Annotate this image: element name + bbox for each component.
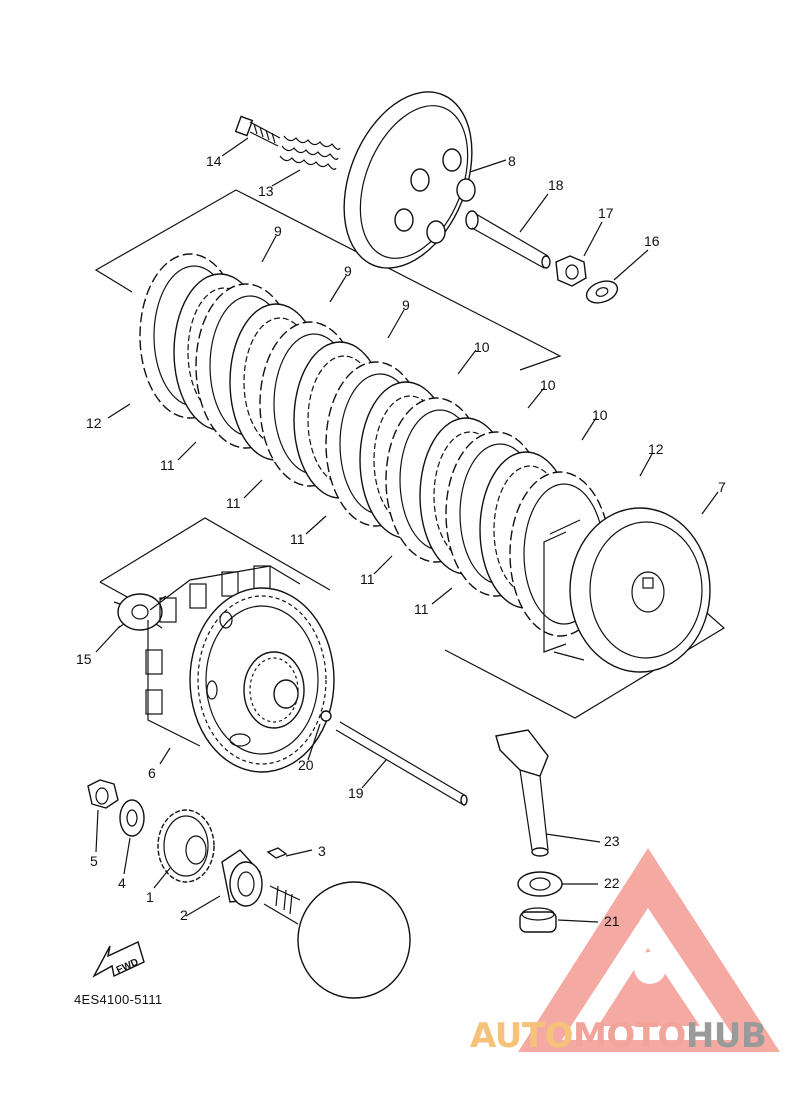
fwd-arrow-icon: FWD — [92, 941, 145, 978]
watermark-brand: AUTOMOTOHUB — [470, 1016, 767, 1056]
oil-seal-part — [517, 871, 563, 897]
plate-pack-outline — [94, 189, 562, 371]
spring-part — [279, 135, 341, 170]
washer-16-part — [585, 280, 619, 304]
bolt-part — [234, 115, 281, 147]
callout-12b: 12 — [648, 441, 664, 457]
callout-9a: 9 — [274, 223, 282, 239]
callout-13: 13 — [258, 183, 274, 199]
callout-20: 20 — [298, 757, 314, 773]
clutch-plate-stack — [139, 253, 611, 637]
callout-17: 17 — [598, 205, 614, 221]
callout-11e: 11 — [414, 601, 429, 617]
nut-5-part — [87, 779, 119, 809]
clutch-boss-part — [543, 507, 711, 673]
callout-7: 7 — [718, 479, 726, 495]
brand-auto: AUTO — [470, 1016, 573, 1056]
bearing-part — [519, 907, 557, 933]
brand-moto: MOTO — [572, 1016, 686, 1056]
callout-11c: 11 — [290, 531, 305, 547]
callout-labels: 14 13 8 18 17 16 9 9 9 10 10 10 12 12 7 … — [76, 153, 726, 929]
part-code-label: 4ES4100-5111 — [74, 992, 163, 1007]
callout-8: 8 — [508, 153, 516, 169]
callout-15: 15 — [76, 651, 92, 667]
callout-10b: 10 — [540, 377, 556, 393]
lock-washer-part — [113, 593, 167, 631]
callout-22: 22 — [604, 875, 620, 891]
callout-19: 19 — [348, 785, 364, 801]
callout-16: 16 — [644, 233, 660, 249]
callout-10c: 10 — [592, 407, 608, 423]
callout-9b: 9 — [344, 263, 352, 279]
callout-11b: 11 — [226, 495, 241, 511]
callout-6: 6 — [148, 765, 156, 781]
callout-14: 14 — [206, 153, 222, 169]
callout-3: 3 — [318, 843, 326, 859]
callout-4: 4 — [118, 875, 126, 891]
callout-10a: 10 — [474, 339, 490, 355]
spacer-part — [221, 849, 263, 907]
callout-9c: 9 — [402, 297, 410, 313]
callout-12a: 12 — [86, 415, 102, 431]
callout-11d: 11 — [360, 571, 375, 587]
push-lever-shaft-part — [495, 729, 549, 857]
clutch-housing-part — [145, 565, 335, 773]
leader-lines — [95, 137, 719, 923]
crankshaft-part — [263, 881, 411, 999]
callout-21: 21 — [604, 913, 620, 929]
washer-4-part — [119, 799, 145, 837]
ball-part — [320, 710, 332, 722]
callout-5: 5 — [90, 853, 98, 869]
nut-part — [555, 255, 587, 287]
callout-2: 2 — [180, 907, 188, 923]
key-part — [266, 847, 288, 859]
callout-18: 18 — [548, 177, 564, 193]
watermark-triangle — [518, 848, 780, 1052]
callout-1: 1 — [146, 889, 154, 905]
callout-11a: 11 — [160, 457, 175, 473]
pressure-plate-part — [343, 91, 476, 269]
long-push-rod-part — [335, 721, 468, 806]
housing-group-outline — [99, 517, 331, 591]
brand-hub: HUB — [685, 1016, 767, 1056]
primary-drive-gear-part — [157, 809, 215, 883]
push-rod-part — [465, 210, 551, 269]
callout-23: 23 — [604, 833, 620, 849]
